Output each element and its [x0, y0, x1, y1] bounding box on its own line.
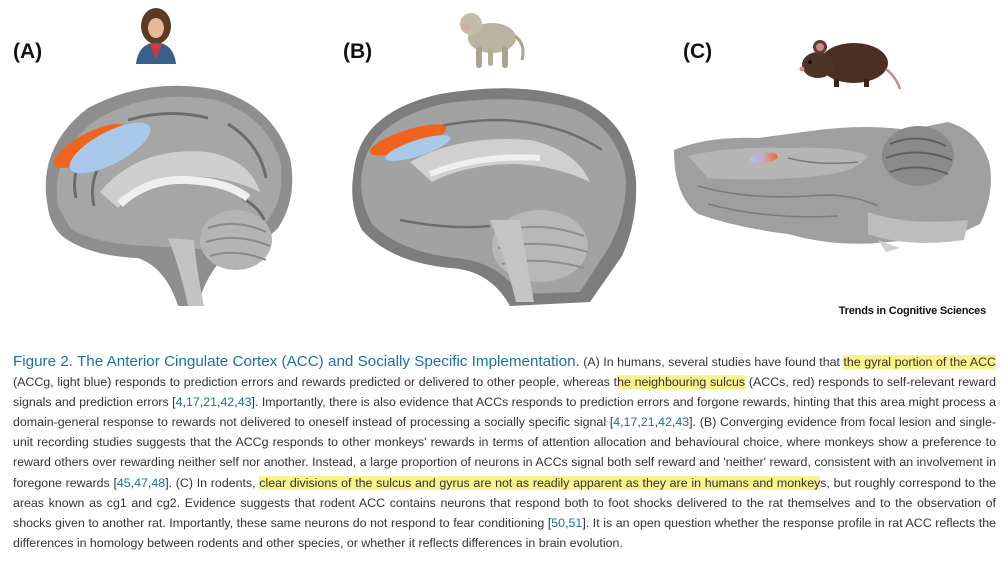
- caption-highlight: he neighbouring sulcus: [617, 375, 746, 390]
- citation-link[interactable]: 47: [134, 475, 148, 490]
- caption-title: Figure 2. The Anterior Cingulate Cortex …: [13, 353, 580, 370]
- citation-link[interactable]: 4: [175, 395, 183, 410]
- caption-highlight: clear divisions of the sulcus and gyrus …: [259, 475, 821, 490]
- caption-text: ]. It is an open question whether the re…: [13, 515, 996, 550]
- citation-link[interactable]: 42: [220, 395, 235, 410]
- citation-link[interactable]: 43: [675, 415, 690, 430]
- citation-link[interactable]: 50: [551, 515, 566, 530]
- caption-text: (ACCg, light blue) responds to predictio…: [13, 375, 618, 390]
- rat-icon: [799, 40, 902, 90]
- human-brain-sagittal: [45, 85, 293, 306]
- citation-link[interactable]: 45: [116, 475, 131, 490]
- human-woman-icon: [136, 8, 176, 64]
- citation-link[interactable]: 17: [185, 395, 200, 410]
- journal-name: Trends in Cognitive Sciences: [838, 305, 986, 317]
- citation-link[interactable]: 17: [623, 415, 638, 430]
- panel-label-a: (A): [13, 40, 43, 63]
- citation-link[interactable]: 21: [203, 395, 217, 410]
- citation-link[interactable]: 43: [237, 395, 252, 410]
- caption-text: ]. (B) Converging evidence from focal le…: [13, 415, 996, 490]
- citation-link[interactable]: 51: [568, 515, 583, 530]
- citation-link[interactable]: 4: [613, 415, 621, 430]
- citation-link[interactable]: 21: [640, 415, 655, 430]
- rat-brain-sagittal: [674, 122, 991, 252]
- citation-link[interactable]: 42: [658, 415, 672, 430]
- citation-link[interactable]: 48: [151, 475, 166, 490]
- caption-text: ]. Importantly, there is also evidence t…: [13, 395, 997, 430]
- caption-highlight: the gyral portion of the ACC: [843, 355, 997, 369]
- figure-caption: Figure 2. The Anterior Cingulate Cortex …: [13, 353, 997, 550]
- panel-label-c: (C): [683, 40, 713, 63]
- panel-label-b: (B): [343, 40, 373, 63]
- monkey-brain-sagittal: [340, 70, 642, 310]
- caption-text: s, but roughly correspond to the areas k…: [13, 475, 996, 530]
- caption-text: (A) In humans, several studies have foun…: [579, 355, 844, 369]
- caption-text: (ACCs, red) responds to self-relevant re…: [13, 375, 996, 410]
- macaque-monkey-icon: [460, 13, 525, 68]
- caption-text: ]. (C) In rodents,: [165, 475, 260, 490]
